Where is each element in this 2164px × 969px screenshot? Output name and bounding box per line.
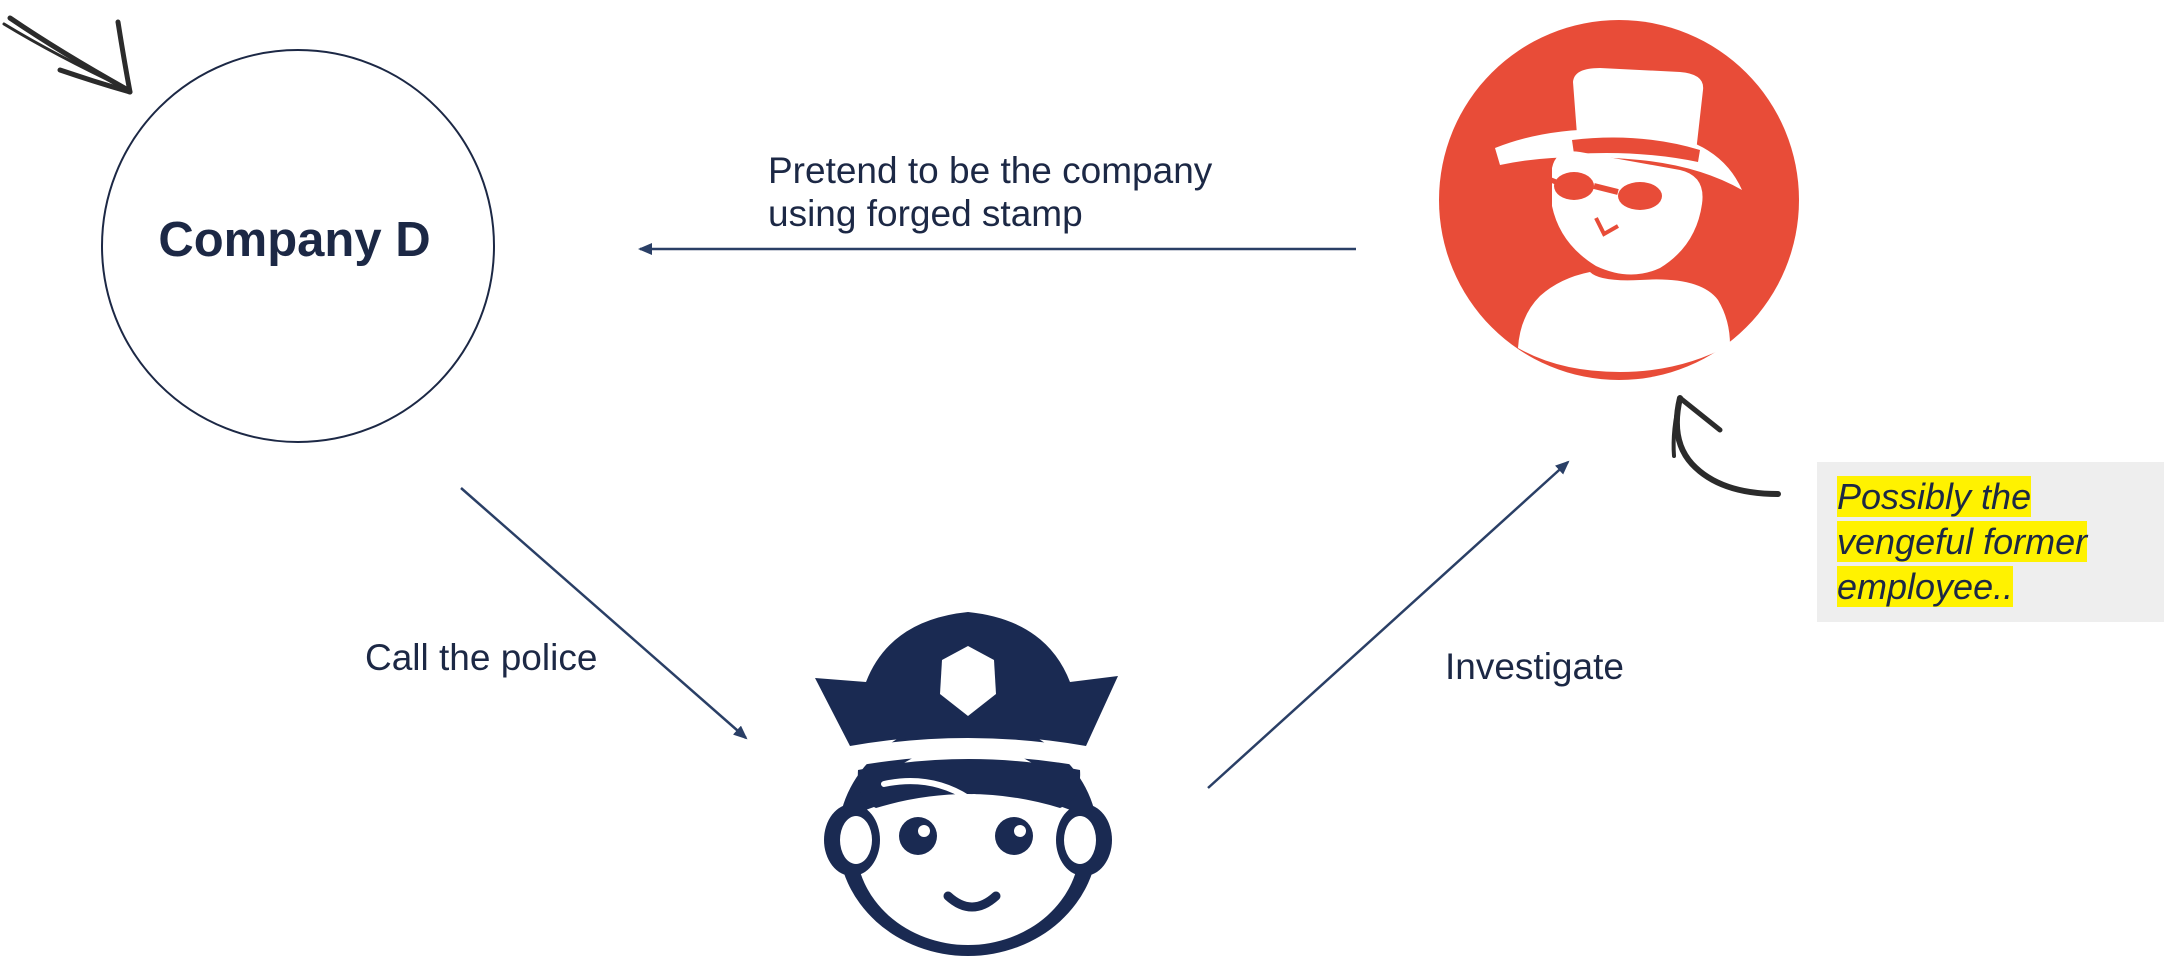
edge-pretend-label: Pretend to be the company using forged s… bbox=[768, 149, 1212, 235]
hand-drawn-arrow-topleft-icon bbox=[2, 15, 133, 95]
suspect-note-line1: Possibly the bbox=[1837, 476, 2032, 517]
suspect-note-text: Possibly the vengeful former employee.. bbox=[1837, 474, 2154, 609]
edge-call-police-label: Call the police bbox=[365, 637, 598, 678]
suspect-note-line2: vengeful former bbox=[1837, 521, 2088, 562]
police-officer-icon bbox=[815, 612, 1118, 956]
edge-pretend-label-line1: Pretend to be the company bbox=[768, 150, 1213, 191]
suspect-note-box: Possibly the vengeful former employee.. bbox=[1817, 462, 2164, 622]
company-node-circle bbox=[101, 49, 495, 443]
hand-drawn-arrow-suspect-icon bbox=[1671, 395, 1781, 497]
suspect-note-line3: employee.. bbox=[1837, 566, 2014, 607]
company-node-label: Company D bbox=[158, 212, 431, 267]
edge-pretend-label-line2: using forged stamp bbox=[768, 193, 1083, 234]
spy-icon bbox=[1439, 20, 1799, 380]
edge-call-police-arrow bbox=[460, 487, 748, 740]
edge-investigate-arrow bbox=[1207, 460, 1570, 789]
edge-investigate-label: Investigate bbox=[1445, 646, 1624, 687]
